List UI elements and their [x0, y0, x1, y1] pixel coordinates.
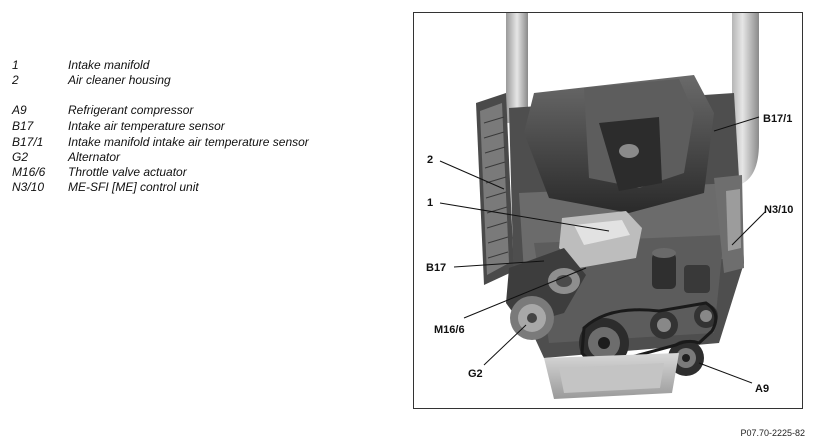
- leader-lines: [439, 116, 767, 384]
- refrigerant-compressor: [668, 340, 704, 376]
- legend-code: 2: [12, 73, 19, 87]
- callout-m16-6: M16/6: [434, 324, 465, 336]
- oil-filter-housing: [652, 248, 710, 293]
- intake-pipe-left: [506, 13, 528, 123]
- legend-code: N3/10: [12, 180, 45, 194]
- callout-b17-1: B17/1: [763, 113, 792, 125]
- callout-g2: G2: [468, 368, 483, 380]
- callout-1: 1: [427, 197, 433, 209]
- control-unit: [714, 175, 744, 273]
- legend-code: B17: [12, 119, 34, 133]
- engine-figure-frame: 2 1 B17 B17/1 N3/10 M16/6 G2 A9: [413, 12, 803, 409]
- callout-b17: B17: [426, 262, 446, 274]
- oil-pan: [544, 353, 679, 399]
- legend-code: 1: [12, 58, 19, 72]
- callout-2: 2: [427, 154, 433, 166]
- engine-illustration: 2 1 B17 B17/1 N3/10 M16/6 G2 A9: [426, 13, 793, 399]
- legend-code: M16/6: [12, 165, 46, 179]
- legend-description: Refrigerant compressor: [68, 103, 194, 117]
- air-cleaner-housing: [476, 93, 514, 285]
- intake-manifold: [559, 211, 642, 268]
- alternator: [510, 296, 554, 340]
- legend-description: Intake manifold intake air temperature s…: [68, 135, 309, 149]
- legend-description: Intake air temperature sensor: [68, 119, 225, 133]
- legend-description: ME-SFI [ME] control unit: [68, 180, 199, 194]
- legend-code: G2: [12, 150, 29, 164]
- legend-description: Intake manifold: [68, 58, 150, 72]
- callout-a9: A9: [755, 383, 769, 395]
- legend-code: B17/1: [12, 135, 44, 149]
- legend-code: A9: [12, 103, 27, 117]
- legend-description: Alternator: [68, 150, 121, 164]
- legend-description: Air cleaner housing: [68, 73, 171, 87]
- callout-n3-10: N3/10: [764, 204, 793, 216]
- legend-description: Throttle valve actuator: [68, 165, 187, 179]
- engine-cover: [524, 75, 714, 213]
- figure-reference-code: P07.70-2225-82: [740, 428, 805, 438]
